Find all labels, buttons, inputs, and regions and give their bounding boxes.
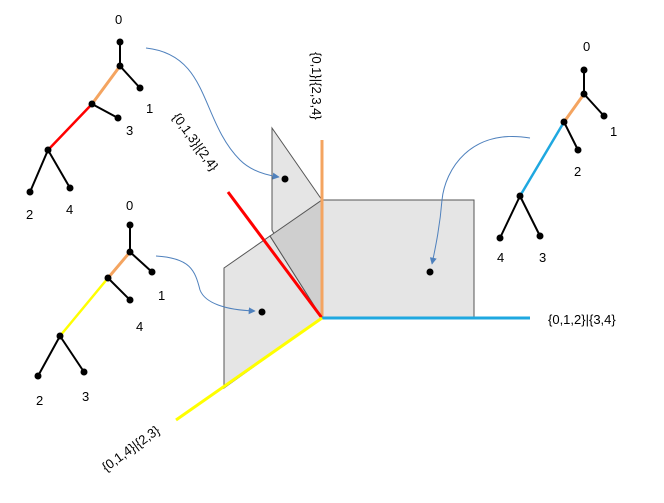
plane-orange-blue (321, 199, 475, 319)
arrow-top-tree (145, 47, 280, 180)
leaf-label: 0 (126, 198, 133, 213)
arrow-bottom-tree (155, 255, 256, 315)
leaf-label: 1 (146, 101, 153, 116)
point-left-orthant (258, 308, 266, 316)
split-label-blue: {0,1,2}|{3,4} (548, 312, 616, 327)
leaf-label: 1 (610, 124, 617, 139)
point-back-orthant (281, 175, 289, 183)
point-right-orthant (426, 268, 434, 276)
leaf-label: 3 (539, 250, 546, 265)
leaf-label: 3 (82, 389, 89, 404)
arrows (145, 47, 531, 315)
split-axes (175, 140, 530, 422)
leaf-label: 1 (158, 288, 165, 303)
orthant-planes (223, 126, 475, 389)
leaf-label: 4 (66, 202, 73, 217)
split-label-yellow: {0,1,4}|{2,3} (99, 422, 163, 474)
leaf-label: 3 (126, 123, 133, 138)
tree-bottom-left: 0 1 4 2 3 (34, 198, 165, 408)
tree-right: 0 1 2 4 3 (496, 39, 617, 265)
leaf-label: 2 (26, 207, 33, 222)
leaf-label: 4 (136, 319, 143, 334)
axis-red (226, 191, 324, 319)
leaf-label: 2 (574, 164, 581, 179)
tree-top-left: 0 1 3 2 4 (26, 12, 153, 222)
axis-yellow (175, 316, 323, 422)
leaf-label: 4 (497, 250, 504, 265)
split-label-orange: {0,1}|{2,3,4} (309, 52, 324, 120)
leaf-label: 2 (36, 393, 43, 408)
arrow-right-tree (429, 136, 531, 265)
leaf-label: 0 (115, 12, 122, 27)
leaf-label: 0 (583, 39, 590, 54)
